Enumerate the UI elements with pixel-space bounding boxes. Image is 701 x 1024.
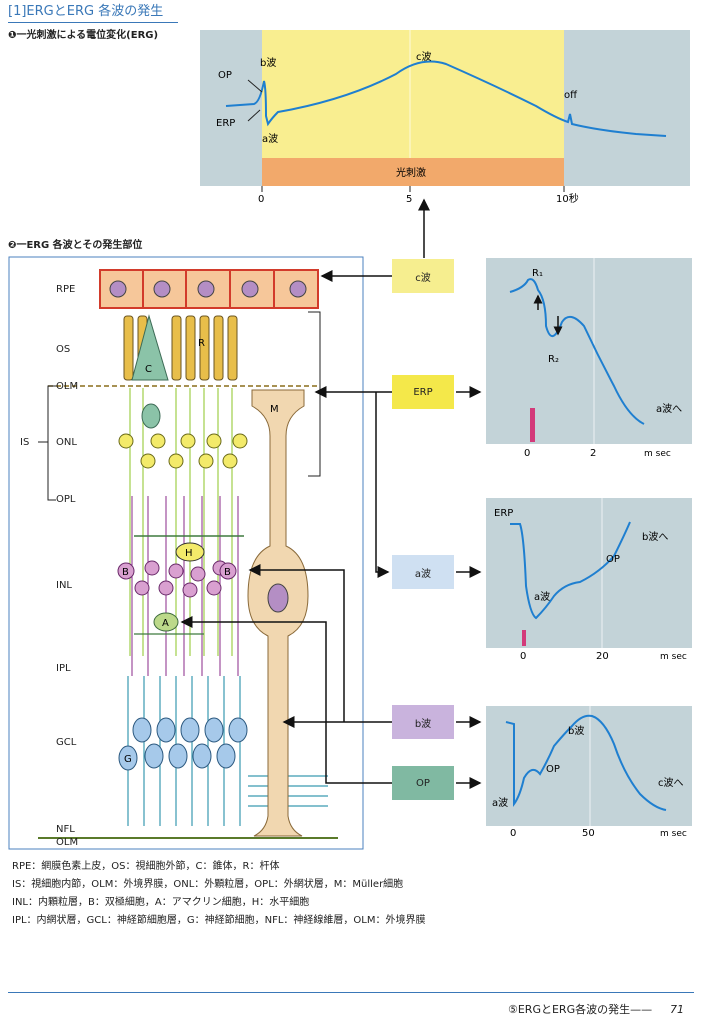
erg-waveform: [225, 60, 667, 137]
tag-op: OP: [392, 766, 454, 800]
tick-0: 0: [258, 194, 264, 205]
p3-a: a波: [492, 796, 508, 809]
layer-ipl: IPL: [56, 663, 71, 674]
panel-erp: R₁ R₂ a波へ 0 2 m sec: [486, 258, 692, 459]
p3-tick-50: 50: [582, 828, 595, 839]
layer-rpe: RPE: [56, 284, 76, 295]
p3-tick-0: 0: [510, 828, 516, 839]
p2-op: OP: [606, 554, 620, 565]
p1-tick-0: 0: [524, 448, 530, 459]
layer-olm-bottom: OLM: [56, 837, 79, 848]
p3-note: c波へ: [658, 776, 684, 789]
tag-a-wave: a波: [392, 555, 454, 589]
label-op: OP: [218, 70, 232, 81]
section2-title: ❷一ERG 各波とその発生部位: [8, 240, 143, 251]
p2-tick-20: 20: [596, 651, 609, 662]
p3-unit: m sec: [660, 829, 687, 839]
panel-a-wave: ERP a波 OP b波へ 0 20 m sec: [486, 498, 692, 662]
title-underline: [8, 22, 178, 23]
tag-c-wave: c波: [392, 259, 454, 293]
footer-page: 71: [670, 1003, 684, 1016]
layer-gcl: GCL: [56, 737, 77, 748]
p2-a: a波: [534, 590, 550, 603]
label-off: off: [564, 90, 578, 101]
layer-is: IS: [20, 437, 30, 448]
p3-op: OP: [546, 764, 560, 775]
cell-g: G: [124, 754, 132, 765]
tag-b-wave: b波: [392, 705, 454, 739]
cell-r: R: [198, 338, 205, 349]
p1-tick-2: 2: [590, 448, 596, 459]
layer-nfl: NFL: [56, 824, 75, 835]
legend-line-2: IS：視細胞内節，OLM：外境界膜，ONL：外顆粒層，OPL：外網状層，M：Mü…: [12, 879, 404, 890]
cell-h: H: [185, 548, 193, 559]
footer-rule: [8, 992, 694, 993]
p1-r1: R₁: [532, 268, 543, 279]
p2-erp: ERP: [494, 508, 513, 519]
p2-unit: m sec: [660, 652, 687, 662]
cell-b2: B: [224, 567, 231, 578]
panel-b-wave: a波 OP b波 c波へ 0 50 m sec: [486, 706, 692, 839]
legend-line-1: RPE：網膜色素上皮，OS：視細胞外節，C：錐体，R：杆体: [12, 861, 280, 872]
p3-b: b波: [568, 724, 584, 737]
page-title: [1]ERGとERG 各波の発生: [8, 4, 164, 19]
label-stim: 光刺激: [396, 166, 426, 179]
layer-onl: ONL: [56, 437, 77, 448]
label-b: b波: [260, 56, 276, 69]
cell-c: C: [145, 364, 152, 375]
label-c: c波: [416, 50, 432, 63]
label-erp: ERP: [216, 118, 235, 129]
layer-opl: OPL: [56, 494, 76, 505]
cell-a: A: [162, 618, 169, 629]
p2-tick-0: 0: [520, 651, 526, 662]
cell-b1: B: [122, 567, 129, 578]
layer-os: OS: [56, 344, 71, 355]
legend-line-3: INL：内顆粒層，B：双極細胞，A：アマクリン細胞，H：水平細胞: [12, 897, 310, 908]
tick-5: 5: [406, 194, 412, 205]
retina-diagram: C R H B B A: [8, 256, 364, 850]
label-a: a波: [262, 132, 278, 145]
p2-note: b波へ: [642, 530, 668, 543]
layer-olm: OLM: [56, 381, 79, 392]
erg-plot: OP ERP b波 a波 c波 off 光刺激 0 5 10秒: [200, 30, 690, 205]
p1-unit: m sec: [644, 449, 671, 459]
tag-erp: ERP: [392, 375, 454, 409]
section1-title: ❶一光刺激による電位変化(ERG): [8, 30, 159, 41]
p1-r2: R₂: [548, 354, 559, 365]
tick-10: 10秒: [556, 192, 579, 205]
cell-m: M: [270, 404, 279, 415]
muller-cell: [247, 389, 309, 837]
layer-inl: INL: [56, 580, 73, 591]
p1-note: a波へ: [656, 402, 682, 415]
legend-line-4: IPL：内網状層，GCL：神経節細胞層，G：神経節細胞，NFL：神経線維層，OL…: [12, 915, 426, 926]
footer-text: ⑤ERGとERG各波の発生——: [508, 1003, 653, 1016]
